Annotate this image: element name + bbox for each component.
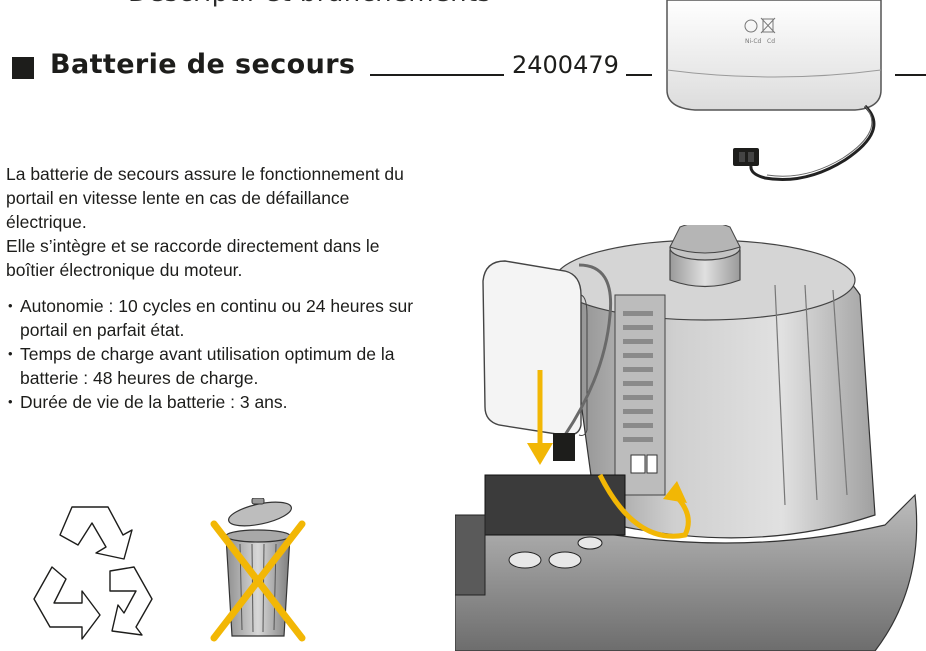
crossed-out-bin-icon [208, 498, 308, 648]
description-paragraph-2: Elle s’intègre et se raccorde directemen… [6, 236, 380, 280]
battery-chem-label: Ni-Cd [745, 38, 762, 45]
electronic-box-panel [614, 294, 666, 496]
spec-item-charge-time: Temps de charge avant utilisation optimu… [6, 342, 426, 390]
section-header: Batterie de secours 2400479 [0, 49, 926, 90]
battery-connector-icon [733, 148, 759, 166]
product-reference: 2400479 [512, 51, 619, 79]
battery-in-housing [482, 260, 613, 461]
connect-arrow-icon [597, 473, 691, 539]
gear-block [455, 474, 626, 596]
spec-item-lifetime: Durée de vie de la batterie : 3 ans. [6, 390, 426, 414]
battery-cd-label: Cd [767, 38, 775, 45]
motor-knob [669, 225, 741, 288]
description-block: La batterie de secours assure le fonctio… [6, 162, 426, 414]
spec-item-autonomy: Autonomie : 10 cycles en continu ou 24 h… [6, 294, 426, 342]
insert-arrow-icon [527, 370, 553, 465]
header-rule-right [895, 74, 926, 76]
chapter-title: Descriptif et branchements [128, 0, 491, 8]
header-rule-middle [626, 74, 652, 76]
header-rule-left [370, 74, 504, 76]
recycle-mark-icon [744, 19, 758, 33]
description-paragraph-1: La batterie de secours assure le fonctio… [6, 164, 404, 232]
spec-list: Autonomie : 10 cycles en continu ou 24 h… [6, 294, 426, 414]
motor-housing-illustration [455, 225, 926, 651]
section-title: Batterie de secours [50, 49, 356, 80]
battery-pack-illustration: Ni-Cd Cd [655, 0, 895, 190]
section-bullet-square [12, 57, 34, 79]
bin-mark-icon [760, 17, 776, 34]
recycle-icon [20, 495, 160, 651]
